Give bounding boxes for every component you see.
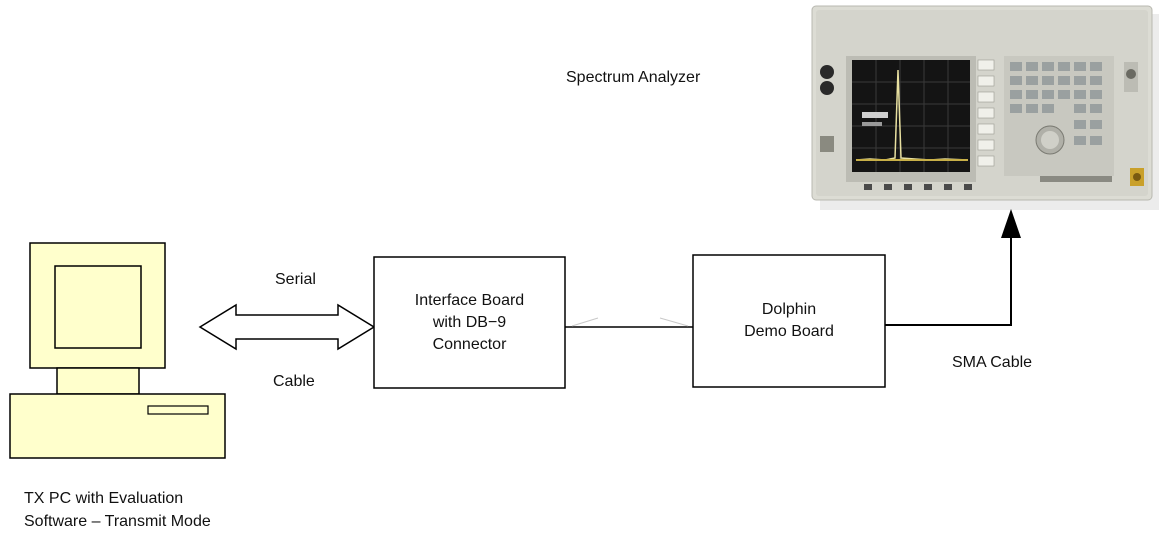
demo-board-line2: Demo Board (744, 323, 834, 340)
demo-board-box (692, 254, 886, 388)
interface-board-label: Interface Board with DB−9 Connector (374, 257, 565, 388)
interface-board-line3: Connector (432, 335, 507, 353)
demo-board-line1: Dolphin (761, 301, 817, 318)
cable-label: Cable (273, 373, 315, 390)
serial-cable-double-arrow (198, 303, 376, 351)
arrowhead-up-icon (1001, 209, 1021, 238)
tx-pc-caption-line1: TX PC with Evaluation (24, 490, 184, 507)
sma-cable-label: SMA Cable (952, 354, 1033, 371)
desktop-computer-icon (9, 242, 226, 459)
spectrum-analyzer-label: Spectrum Analyzer (566, 69, 701, 86)
interface-board-line1: Interface Board (414, 291, 525, 309)
sma-cable-line (885, 209, 1021, 326)
spectrum-analyzer-icon (811, 5, 1159, 210)
serial-label: Serial (275, 271, 316, 288)
demo-board-label: Dolphin Demo Board (693, 255, 885, 387)
tx-pc-caption-line2: Software – Transmit Mode (24, 513, 211, 530)
board-connection-line (565, 317, 693, 328)
interface-board-box (373, 256, 566, 389)
interface-board-line2: with DB−9 (432, 313, 507, 331)
